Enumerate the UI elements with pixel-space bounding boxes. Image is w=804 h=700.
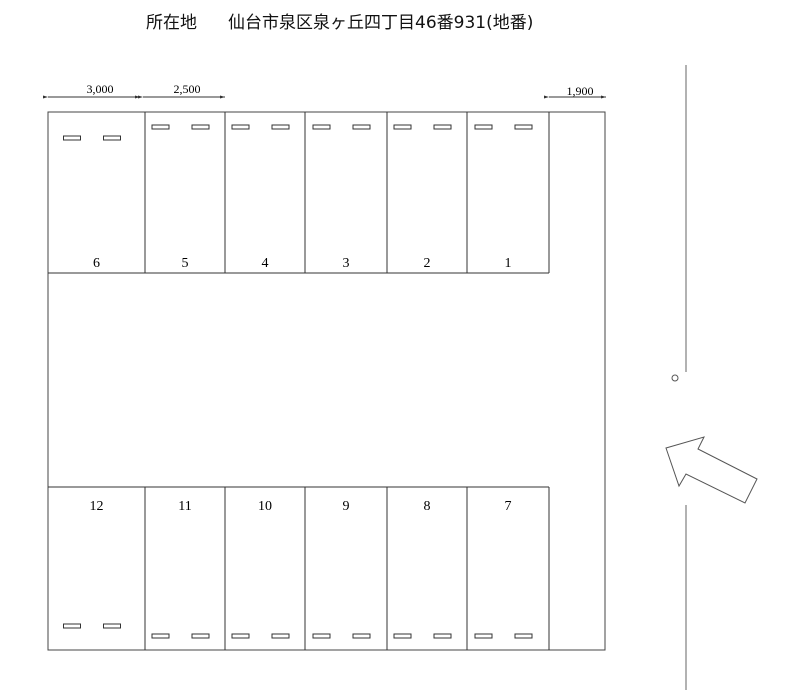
wheel-stop xyxy=(514,124,533,130)
wheel-stop xyxy=(312,124,331,130)
wheel-stop xyxy=(514,633,533,639)
stall-number: 12 xyxy=(90,499,104,514)
stall-number: 8 xyxy=(424,499,431,514)
wheel-stop xyxy=(151,124,170,130)
arrow-icon xyxy=(665,436,758,504)
dimension-label: 2,500 xyxy=(174,82,201,96)
wheel-stop xyxy=(433,124,452,130)
circle-icon xyxy=(671,374,679,382)
stall-number: 4 xyxy=(262,256,269,271)
stall-number: 6 xyxy=(93,256,100,271)
stall-number: 11 xyxy=(178,499,191,514)
wheel-stop xyxy=(103,623,121,629)
stall-number: 10 xyxy=(258,499,272,514)
wheel-stop xyxy=(352,633,371,639)
wheel-stop xyxy=(231,633,250,639)
stall-number: 7 xyxy=(505,499,512,514)
dimension-label: 1,900 xyxy=(567,84,594,98)
stall-number: 9 xyxy=(343,499,350,514)
wheel-stop xyxy=(393,124,412,130)
location-address: 仙台市泉区泉ヶ丘四丁目46番931(地番) xyxy=(228,13,534,33)
stall-number: 3 xyxy=(343,256,350,271)
wheel-stop xyxy=(63,135,81,141)
lot-outline xyxy=(47,111,606,651)
stall-number: 5 xyxy=(182,256,189,271)
dimension-label: 3,000 xyxy=(87,82,114,96)
wheel-stop xyxy=(191,633,210,639)
wheel-stop xyxy=(312,633,331,639)
stall-number: 2 xyxy=(424,256,431,271)
wheel-stop xyxy=(393,633,412,639)
location-label: 所在地 xyxy=(146,13,197,33)
wheel-stop xyxy=(231,124,250,130)
wheel-stop xyxy=(271,124,290,130)
stall-number: 1 xyxy=(505,256,512,271)
wheel-stop xyxy=(191,124,210,130)
wheel-stop xyxy=(474,633,493,639)
wheel-stop xyxy=(151,633,170,639)
wheel-stop xyxy=(352,124,371,130)
wheel-stop xyxy=(433,633,452,639)
wheel-stop xyxy=(474,124,493,130)
wheel-stop xyxy=(271,633,290,639)
wheel-stop xyxy=(63,623,81,629)
wheel-stop xyxy=(103,135,121,141)
